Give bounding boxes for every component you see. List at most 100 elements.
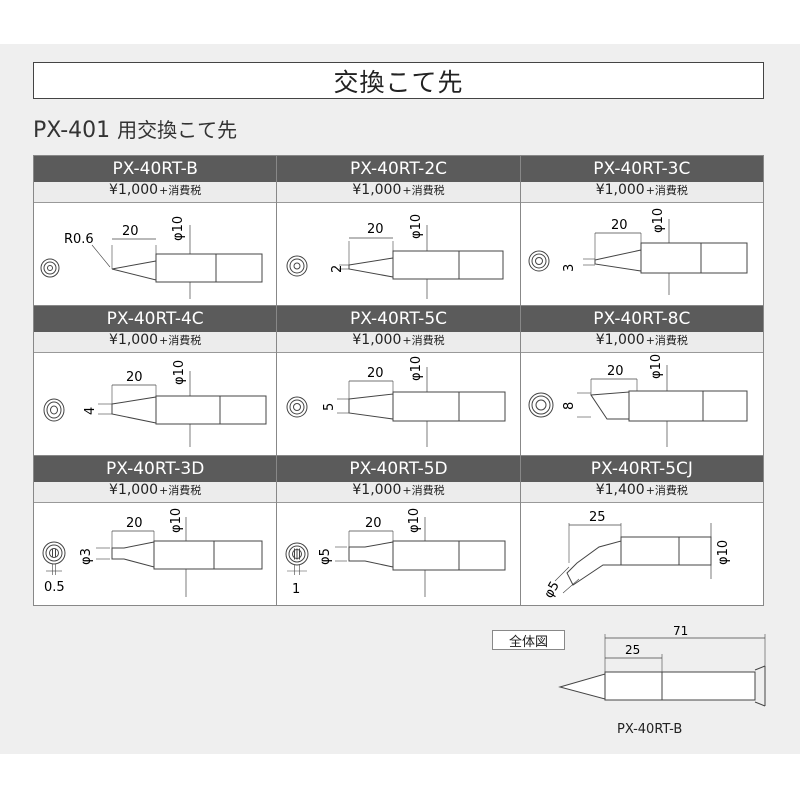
tip-card: PX-40RT-B ¥1,000+消費税 R0.6 20 xyxy=(34,156,277,305)
subtitle-text: 用交換こて先 xyxy=(117,118,238,142)
tip-name: PX-40RT-3D xyxy=(34,456,277,482)
tip-label-thickness: 0.5 xyxy=(44,580,65,595)
tip-label-diameter: φ10 xyxy=(172,360,187,385)
price-value: ¥1,000 xyxy=(109,182,159,198)
price-tax: +消費税 xyxy=(645,334,688,347)
tip-drawing: 20 φ10 4 xyxy=(34,353,276,455)
tip-label-length: 20 xyxy=(126,370,143,385)
tip-diagram: 25 φ10 φ5 xyxy=(541,510,731,601)
price-value: ¥1,000 xyxy=(352,482,402,498)
tip-drawing: 20 φ10 φ3 0.5 xyxy=(34,503,276,605)
price-tax: +消費税 xyxy=(645,184,688,197)
tip-label-blade: φ5 xyxy=(541,579,562,601)
tip-label-diameter: φ10 xyxy=(171,216,186,241)
tip-price: ¥1,000+消費税 xyxy=(277,332,520,353)
tip-label-diameter: φ10 xyxy=(407,508,422,533)
tip-label-diameter: φ10 xyxy=(716,540,731,565)
tip-label-width: 5 xyxy=(322,403,337,411)
tip-label-blade: φ5 xyxy=(318,548,333,565)
tip-label-width: 2 xyxy=(330,265,345,273)
tip-price: ¥1,000+消費税 xyxy=(277,482,520,503)
tip-label-length: 20 xyxy=(122,224,139,239)
tip-diagram: 20 φ10 8 xyxy=(528,354,748,447)
tip-label-thickness: 1 xyxy=(292,582,300,597)
tip-card: PX-40RT-5C ¥1,000+消費税 20 xyxy=(277,306,520,455)
tip-drawing: R0.6 20 φ10 xyxy=(34,203,276,305)
tip-label-width: 8 xyxy=(562,402,577,410)
tip-card: PX-40RT-5D ¥1,000+消費税 xyxy=(277,456,520,605)
tip-name: PX-40RT-5D xyxy=(277,456,520,482)
price-value: ¥1,000 xyxy=(109,482,159,498)
subtitle-model: PX-401 xyxy=(33,118,111,143)
price-tax: +消費税 xyxy=(159,484,202,497)
tip-card: PX-40RT-5CJ ¥1,400+消費税 25 φ1 xyxy=(520,456,763,605)
tip-label-length: 20 xyxy=(607,364,624,379)
tip-label-diameter: φ10 xyxy=(651,208,666,233)
price-tax: +消費税 xyxy=(402,484,445,497)
tip-diagram: 20 φ10 4 xyxy=(43,360,267,447)
tip-card: PX-40RT-4C ¥1,000+消費税 20 xyxy=(34,306,277,455)
tip-label-radius: R0.6 xyxy=(64,232,94,247)
tip-drawing: 25 φ10 φ5 xyxy=(521,503,763,605)
tip-name: PX-40RT-3C xyxy=(520,156,763,182)
tip-label-length: 20 xyxy=(365,516,382,531)
tip-drawing: 20 φ10 8 xyxy=(521,353,763,455)
tip-price: ¥1,000+消費税 xyxy=(277,182,520,203)
tip-card: PX-40RT-8C ¥1,000+消費税 20 xyxy=(520,306,763,455)
tip-price: ¥1,000+消費税 xyxy=(520,332,763,353)
overall-dim-tip: 25 xyxy=(625,643,640,657)
section-subtitle: PX-401 用交換こて先 xyxy=(33,114,237,143)
tip-drawing: 20 φ10 3 xyxy=(521,203,763,305)
page-title: 交換こて先 xyxy=(33,62,764,99)
price-value: ¥1,000 xyxy=(109,332,159,348)
tip-diagram: 20 φ10 φ5 1 xyxy=(285,508,506,597)
overall-diagram-label: 全体図 xyxy=(492,630,565,650)
tip-price: ¥1,000+消費税 xyxy=(34,182,277,203)
tip-name: PX-40RT-8C xyxy=(520,306,763,332)
tip-card: PX-40RT-3D ¥1,000+消費税 xyxy=(34,456,277,605)
price-value: ¥1,400 xyxy=(595,482,645,498)
tip-name: PX-40RT-2C xyxy=(277,156,520,182)
tip-card: PX-40RT-3C ¥1,000+消費税 20 xyxy=(520,156,763,305)
tip-label-diameter: φ10 xyxy=(169,508,184,533)
tip-card: PX-40RT-2C ¥1,000+消費税 20 xyxy=(277,156,520,305)
tip-label-length: 25 xyxy=(589,510,606,525)
price-value: ¥1,000 xyxy=(595,332,645,348)
tip-diagram: R0.6 20 φ10 xyxy=(40,216,263,299)
tip-grid: PX-40RT-B ¥1,000+消費税 R0.6 20 xyxy=(33,155,764,606)
tip-label-diameter: φ10 xyxy=(649,354,664,379)
tip-diagram: 20 φ10 3 xyxy=(528,208,748,295)
tip-diagram: 20 φ10 2 xyxy=(286,214,504,299)
overall-diagram: 71 25 xyxy=(558,624,766,707)
price-tax: +消費税 xyxy=(402,334,445,347)
tip-price: ¥1,000+消費税 xyxy=(34,482,277,503)
tip-label-length: 20 xyxy=(611,218,628,233)
price-tax: +消費税 xyxy=(159,184,202,197)
tip-label-diameter: φ10 xyxy=(409,214,424,239)
tip-label-length: 20 xyxy=(367,222,384,237)
tip-label-blade: φ3 xyxy=(79,548,94,565)
tip-diagram: 20 φ10 5 xyxy=(286,356,506,447)
overall-dim-total: 71 xyxy=(673,624,688,638)
tip-name: PX-40RT-5CJ xyxy=(520,456,763,482)
tip-name: PX-40RT-B xyxy=(34,156,277,182)
tip-label-width: 3 xyxy=(562,264,577,272)
tip-price: ¥1,400+消費税 xyxy=(520,482,763,503)
price-value: ¥1,000 xyxy=(352,182,402,198)
tip-drawing: 20 φ10 2 xyxy=(277,203,519,305)
tip-drawing: 20 φ10 5 xyxy=(277,353,519,455)
tip-label-diameter: φ10 xyxy=(409,356,424,381)
tip-label-length: 20 xyxy=(367,366,384,381)
overall-model-name: PX-40RT-B xyxy=(617,722,683,737)
price-value: ¥1,000 xyxy=(595,182,645,198)
price-value: ¥1,000 xyxy=(352,332,402,348)
tip-label-length: 20 xyxy=(126,516,143,531)
tip-name: PX-40RT-5C xyxy=(277,306,520,332)
tip-name: PX-40RT-4C xyxy=(34,306,277,332)
tip-diagram: 20 φ10 φ3 0.5 xyxy=(42,508,263,597)
tip-price: ¥1,000+消費税 xyxy=(520,182,763,203)
tip-drawing: 20 φ10 φ5 1 xyxy=(277,503,519,605)
price-tax: +消費税 xyxy=(159,334,202,347)
tip-label-width: 4 xyxy=(83,407,98,415)
price-tax: +消費税 xyxy=(645,484,688,497)
